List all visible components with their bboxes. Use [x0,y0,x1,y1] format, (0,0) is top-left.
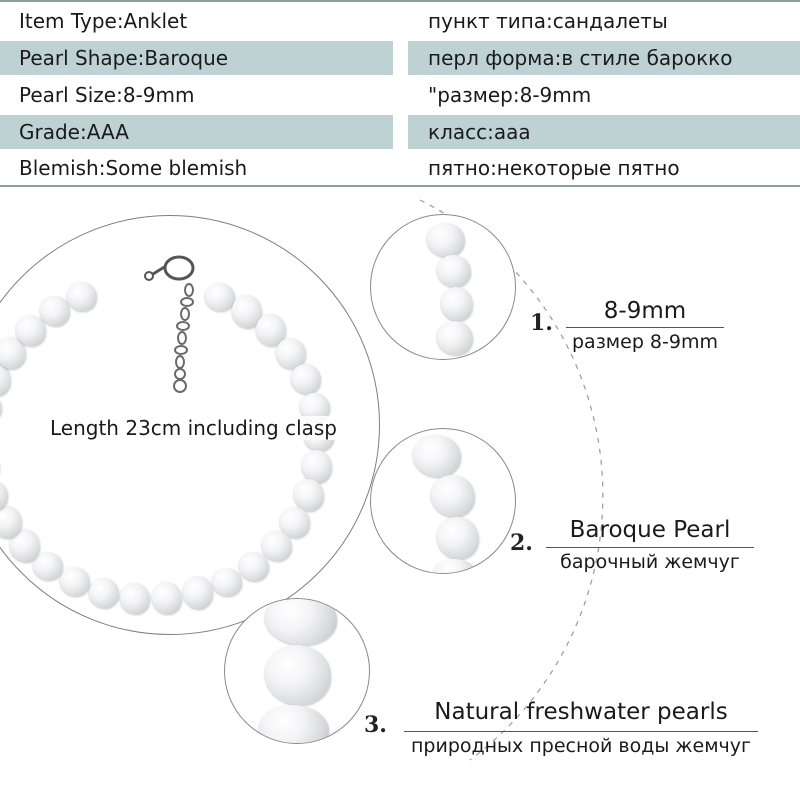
feature-number: 2. [510,530,533,556]
bracelet-pearl [301,450,332,484]
spec-grade-ru: класс:aaa [408,115,800,149]
bracelet-pearl [0,506,22,539]
spec-grade: Grade:AAA [0,115,393,149]
feature-title: Natural freshwater pearls [434,699,728,725]
spec-blemish: Blemish:Some blemish [19,156,248,180]
bracelet-pearl [280,506,311,538]
pearl-closeup [265,599,337,645]
feature-divider [566,327,724,328]
spec-item-type-ru: пункт типа:сандалеты [428,9,668,33]
feature-divider [404,731,758,732]
zoom-circle-natural [224,598,370,744]
spec-item-type: Item Type:Anklet [19,9,188,33]
zoom-circle-size [370,214,516,360]
bracelet-pearl [0,393,2,422]
feature-title: 8-9mm [603,298,687,324]
bracelet-pearl [238,551,269,581]
pearl-closeup [437,255,471,287]
pearl-closeup [427,223,465,257]
zoom-circle-shape [370,428,516,574]
bracelet-pearl [204,282,235,311]
length-label: Length 23cm including clasp [48,416,339,440]
bracelet-pearl [293,479,324,512]
spec-blemish-ru: пятно:некоторые пятно [428,156,680,180]
pearl-closeup [265,645,331,705]
spec-pearl-size: Pearl Size:8-9mm [19,83,195,107]
spec-table: Item Type:Anklet пункт типа:сандалеты Pe… [0,0,800,188]
table-divider [0,0,800,2]
feature-number: 3. [364,712,387,738]
pearl-closeup [437,321,473,355]
spec-pearl-size-ru: "размер:8-9mm [428,83,592,107]
bracelet-pearl [60,567,91,597]
bracelet-pearl [89,577,120,608]
bracelet-pearl [261,530,292,561]
pearl-closeup [259,705,329,743]
bracelet-pearl [0,479,9,511]
bracelet-pearl [211,567,242,596]
feature-subtitle: барочный жемчуг [560,551,740,573]
bracelet-pearl [120,582,151,614]
spec-pearl-shape: Pearl Shape:Baroque [0,41,393,75]
bracelet-pearl [151,582,182,615]
bracelet-pearl [0,362,12,396]
bracelet-pearl [16,314,47,346]
bracelet-pearl [33,552,64,581]
bracelet-pearl [67,282,98,312]
feature-subtitle: природных пресной воды жемчуг [410,735,751,757]
pearl-closeup [441,287,473,321]
bracelet-pearl [40,296,71,327]
feature-divider [546,547,754,548]
bracelet-pearl [290,364,321,395]
pearl-closeup [413,435,461,477]
feature-number: 1. [530,310,553,336]
pearl-closeup [431,475,475,517]
feature-title: Baroque Pearl [569,517,731,543]
pearl-closeup [437,517,479,559]
clasp-chain-icon [144,255,195,393]
pearl-closeup [433,559,477,573]
table-divider [0,185,800,187]
bracelet-pearl [182,576,213,610]
bracelet-pearl [275,337,306,369]
spec-pearl-shape-ru: перл форма:в стиле барокко [408,41,800,75]
feature-subtitle: размер 8-9mm [572,331,718,353]
